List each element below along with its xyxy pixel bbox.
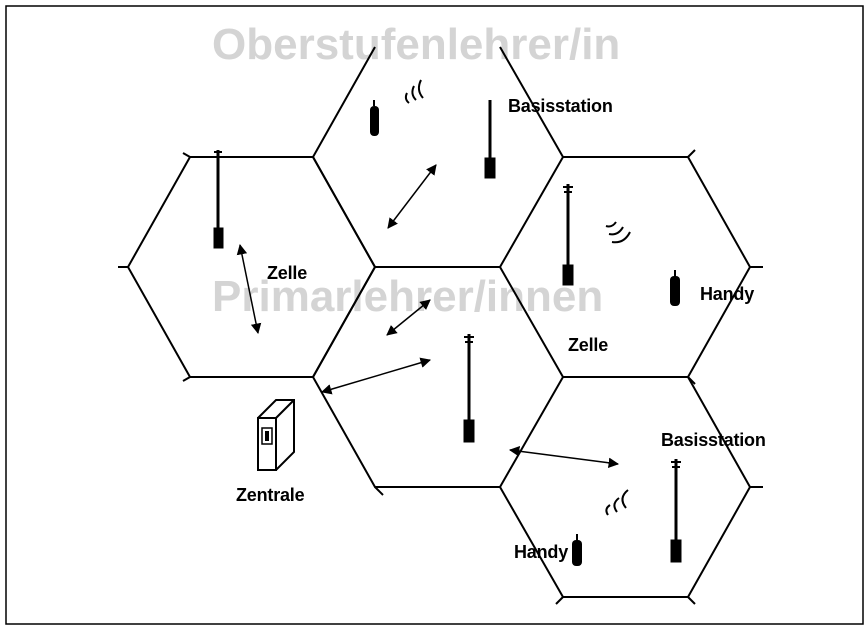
antenna-right bbox=[562, 184, 574, 286]
label-handy-right: Handy bbox=[700, 284, 755, 304]
handset-bottom bbox=[572, 534, 582, 566]
radio-waves-bottom bbox=[605, 489, 629, 516]
hexagon-grid bbox=[118, 46, 763, 605]
label-zentrale: Zentrale bbox=[236, 485, 305, 505]
radio-waves-right bbox=[605, 221, 631, 244]
bleed-heading-1: Oberstufenlehrer/in bbox=[212, 20, 621, 69]
antenna-bottom-right bbox=[670, 459, 682, 563]
hex-cell-top bbox=[311, 46, 565, 268]
page-border bbox=[5, 5, 864, 625]
handset-right bbox=[670, 270, 680, 306]
hex-cell-center bbox=[311, 266, 565, 488]
hex-cell-bottom-right bbox=[499, 376, 752, 598]
antenna-top bbox=[484, 100, 496, 179]
connection-arrows bbox=[236, 164, 620, 468]
handset-top bbox=[370, 100, 379, 136]
label-zelle-left: Zelle bbox=[267, 263, 308, 283]
hex-cell-left bbox=[126, 156, 377, 378]
label-basisstation-bottom: Basisstation bbox=[661, 430, 766, 450]
label-zelle-center: Zelle bbox=[568, 335, 609, 355]
switching-center-cabinet bbox=[257, 399, 295, 471]
label-basisstation-top: Basisstation bbox=[508, 96, 613, 116]
antenna-left bbox=[213, 150, 224, 249]
antenna-center bbox=[463, 334, 475, 443]
label-handy-bottom: Handy bbox=[514, 542, 569, 562]
radio-waves-top bbox=[404, 79, 424, 104]
